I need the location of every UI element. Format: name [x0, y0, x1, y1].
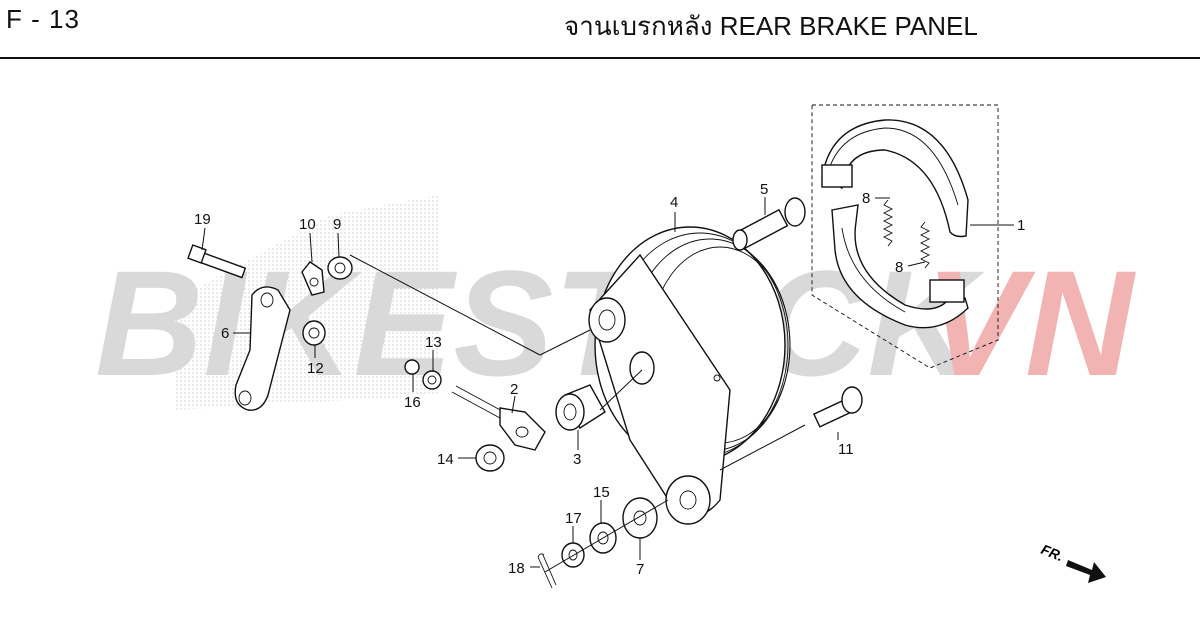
- fr-label: FR.: [1039, 541, 1066, 564]
- bolt-19: [187, 244, 247, 279]
- header: F - 13 จานเบรกหลัง REAR BRAKE PANEL: [0, 0, 1200, 59]
- springs: [882, 199, 931, 269]
- cotter-pin: [537, 553, 557, 589]
- wear-indicator: [301, 261, 325, 296]
- callout-8b: 8: [895, 259, 903, 276]
- callout-2: 2: [510, 381, 518, 398]
- callout-5: 5: [760, 181, 768, 198]
- callout-9: 9: [333, 216, 341, 233]
- page-code: F - 13: [6, 4, 80, 34]
- arrow-icon: [1066, 560, 1106, 583]
- callout-10: 10: [299, 216, 316, 233]
- callout-7: 7: [636, 561, 644, 578]
- callout-8a: 8: [862, 190, 870, 207]
- callout-14: 14: [437, 451, 454, 468]
- front-direction-marker: FR.: [1039, 541, 1106, 583]
- nut-13: [422, 370, 442, 390]
- dotted-shading: [175, 195, 440, 410]
- nut-14: [475, 444, 505, 472]
- callout-17: 17: [565, 510, 582, 527]
- shoe-group-box: [811, 104, 999, 369]
- callout-11: 11: [838, 441, 854, 458]
- callout-12: 12: [307, 360, 324, 377]
- callout-18: 18: [508, 560, 525, 577]
- callout-1: 1: [1017, 217, 1025, 234]
- nut-12: [302, 320, 326, 346]
- callout-13: 13: [425, 334, 442, 351]
- watermark-red: VN: [925, 239, 1136, 407]
- callout-4: 4: [670, 194, 678, 211]
- collar: [555, 384, 606, 431]
- nut-16: [404, 359, 420, 375]
- nut-17: [561, 542, 585, 568]
- cam-shaft: [732, 197, 806, 251]
- callout-labels: 1 2 3 4 5 6 7 8 8 9 10 11 12 13 14 15 16…: [194, 181, 1025, 578]
- callout-6: 6: [221, 325, 229, 342]
- stopper-bolt: [812, 386, 863, 428]
- brake-shoes: [821, 119, 969, 329]
- callout-19: 19: [194, 211, 211, 228]
- brake-arm: [234, 286, 291, 411]
- header-divider: [0, 57, 1200, 59]
- callout-3: 3: [573, 451, 581, 468]
- page-title: จานเบรกหลัง REAR BRAKE PANEL: [564, 11, 978, 41]
- washer-9: [327, 256, 353, 280]
- callout-16: 16: [404, 394, 421, 411]
- callout-15: 15: [593, 484, 610, 501]
- leader-lines: [201, 197, 1014, 573]
- washer-7: [622, 497, 658, 539]
- brake-panel: [588, 226, 791, 525]
- stopper-arm: [451, 385, 546, 451]
